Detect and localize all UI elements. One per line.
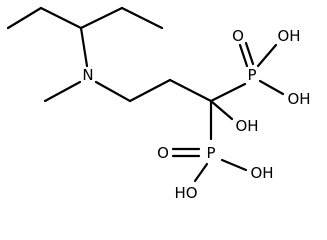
- atom-oh-upper-top: OH: [277, 27, 300, 45]
- bond-ch-ethyl-right: [79, 6, 124, 30]
- bond-ethyl-left: [6, 6, 43, 30]
- bond-ch-n: [79, 26, 89, 68]
- atom-p-lower: P: [206, 144, 215, 162]
- bond-ch2-ch2: [128, 78, 172, 103]
- bond-c-oh: [209, 99, 234, 121]
- bond-ethyl-left-ch: [39, 6, 83, 30]
- bond-p-upper-o-double-a: [238, 43, 249, 68]
- atom-o-lower-double: O: [157, 144, 169, 162]
- chemical-structure-diagram: N P O OH OH OH P O OH HO: [6, 6, 311, 202]
- atom-oh-center: OH: [235, 117, 258, 135]
- bond-p-lower-oh-right: [220, 158, 248, 172]
- atom-ho-lower-bottom: HO: [174, 184, 197, 202]
- bond-ethyl-right: [120, 6, 164, 30]
- atom-o-upper-double: O: [232, 27, 244, 45]
- bond-p-upper-oh-right: [258, 79, 285, 96]
- atom-oh-upper-right: OH: [287, 90, 310, 108]
- atom-n: N: [82, 66, 93, 84]
- bond-p-lower-ho-bottom: [193, 162, 209, 183]
- bond-n-methyl: [43, 80, 82, 103]
- bond-lines: [6, 6, 285, 183]
- bond-p-upper-oh-top: [256, 43, 278, 68]
- bond-c-p-upper: [209, 82, 247, 103]
- bond-n-ch2: [94, 80, 132, 103]
- atom-labels: N P O OH OH OH P O OH HO: [82, 27, 310, 202]
- atom-p-upper: P: [247, 66, 256, 84]
- bond-ch2-c: [168, 78, 213, 103]
- atom-oh-lower-right: OH: [250, 164, 273, 182]
- bond-p-upper-o-double-b: [244, 41, 255, 66]
